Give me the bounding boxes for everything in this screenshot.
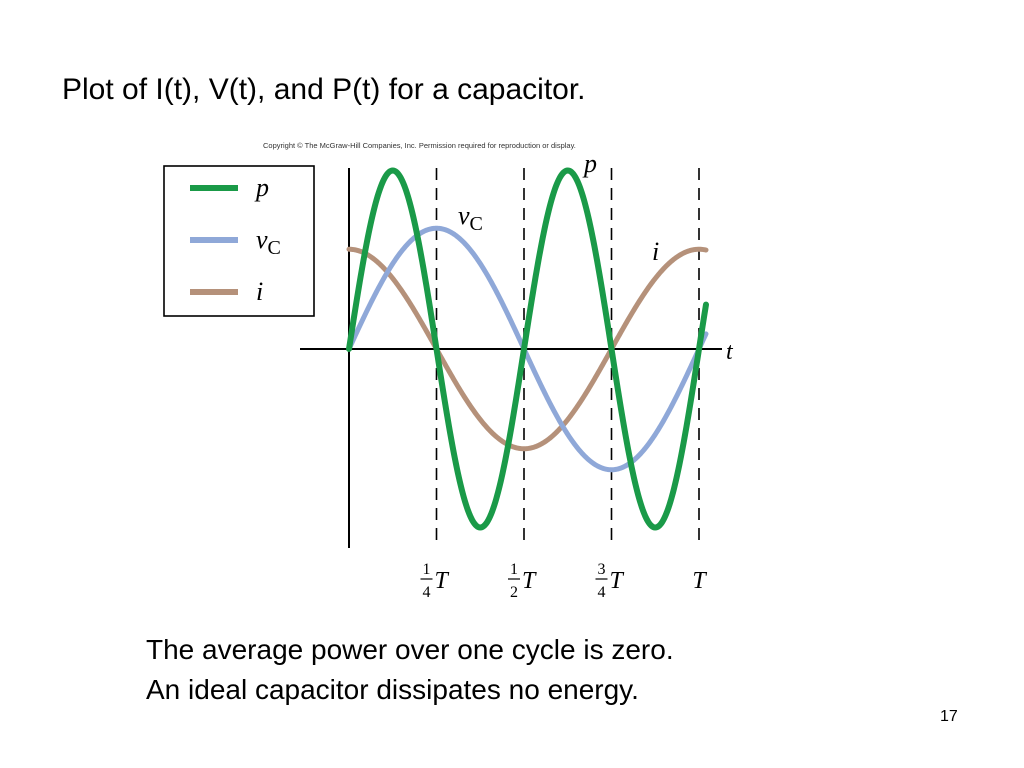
legend-box bbox=[163, 165, 315, 317]
body-text-line-1: The average power over one cycle is zero… bbox=[146, 634, 674, 665]
tick-symbol: T bbox=[610, 568, 625, 594]
tick-numerator: 3 bbox=[598, 561, 606, 578]
tick-numerator: 1 bbox=[423, 561, 431, 578]
tick-denominator: 4 bbox=[423, 584, 431, 601]
curve-i bbox=[346, 246, 709, 452]
x-axis-label: t bbox=[726, 339, 734, 365]
curve-vC bbox=[346, 225, 709, 473]
curve-label-i: i bbox=[652, 237, 659, 266]
x-tick-label: T bbox=[692, 568, 707, 594]
tick-symbol: T bbox=[522, 568, 537, 594]
slide-title: Plot of I(t), V(t), and P(t) for a capac… bbox=[62, 73, 586, 106]
legend-label: p bbox=[254, 173, 269, 202]
curves bbox=[346, 167, 709, 531]
curve-labels: p vC i bbox=[458, 149, 659, 266]
copyright-notice: Copyright © The McGraw-Hill Companies, I… bbox=[263, 141, 576, 150]
tick-symbol: T bbox=[692, 568, 707, 594]
legend-item-p: p bbox=[190, 173, 269, 202]
tick-numerator: 1 bbox=[510, 561, 518, 578]
body-text-line-2: An ideal capacitor dissipates no energy. bbox=[146, 674, 639, 705]
axes: t bbox=[300, 168, 734, 548]
legend-item-i: i bbox=[190, 277, 263, 306]
tick-symbol: T bbox=[435, 568, 450, 594]
tick-denominator: 4 bbox=[598, 584, 606, 601]
legend-label: i bbox=[256, 277, 263, 306]
curve-p bbox=[346, 167, 709, 531]
curve-label-vC: vC bbox=[458, 201, 483, 235]
page-number: 17 bbox=[940, 708, 958, 725]
tick-denominator: 2 bbox=[510, 584, 518, 601]
curve-label-p: p bbox=[582, 149, 597, 178]
